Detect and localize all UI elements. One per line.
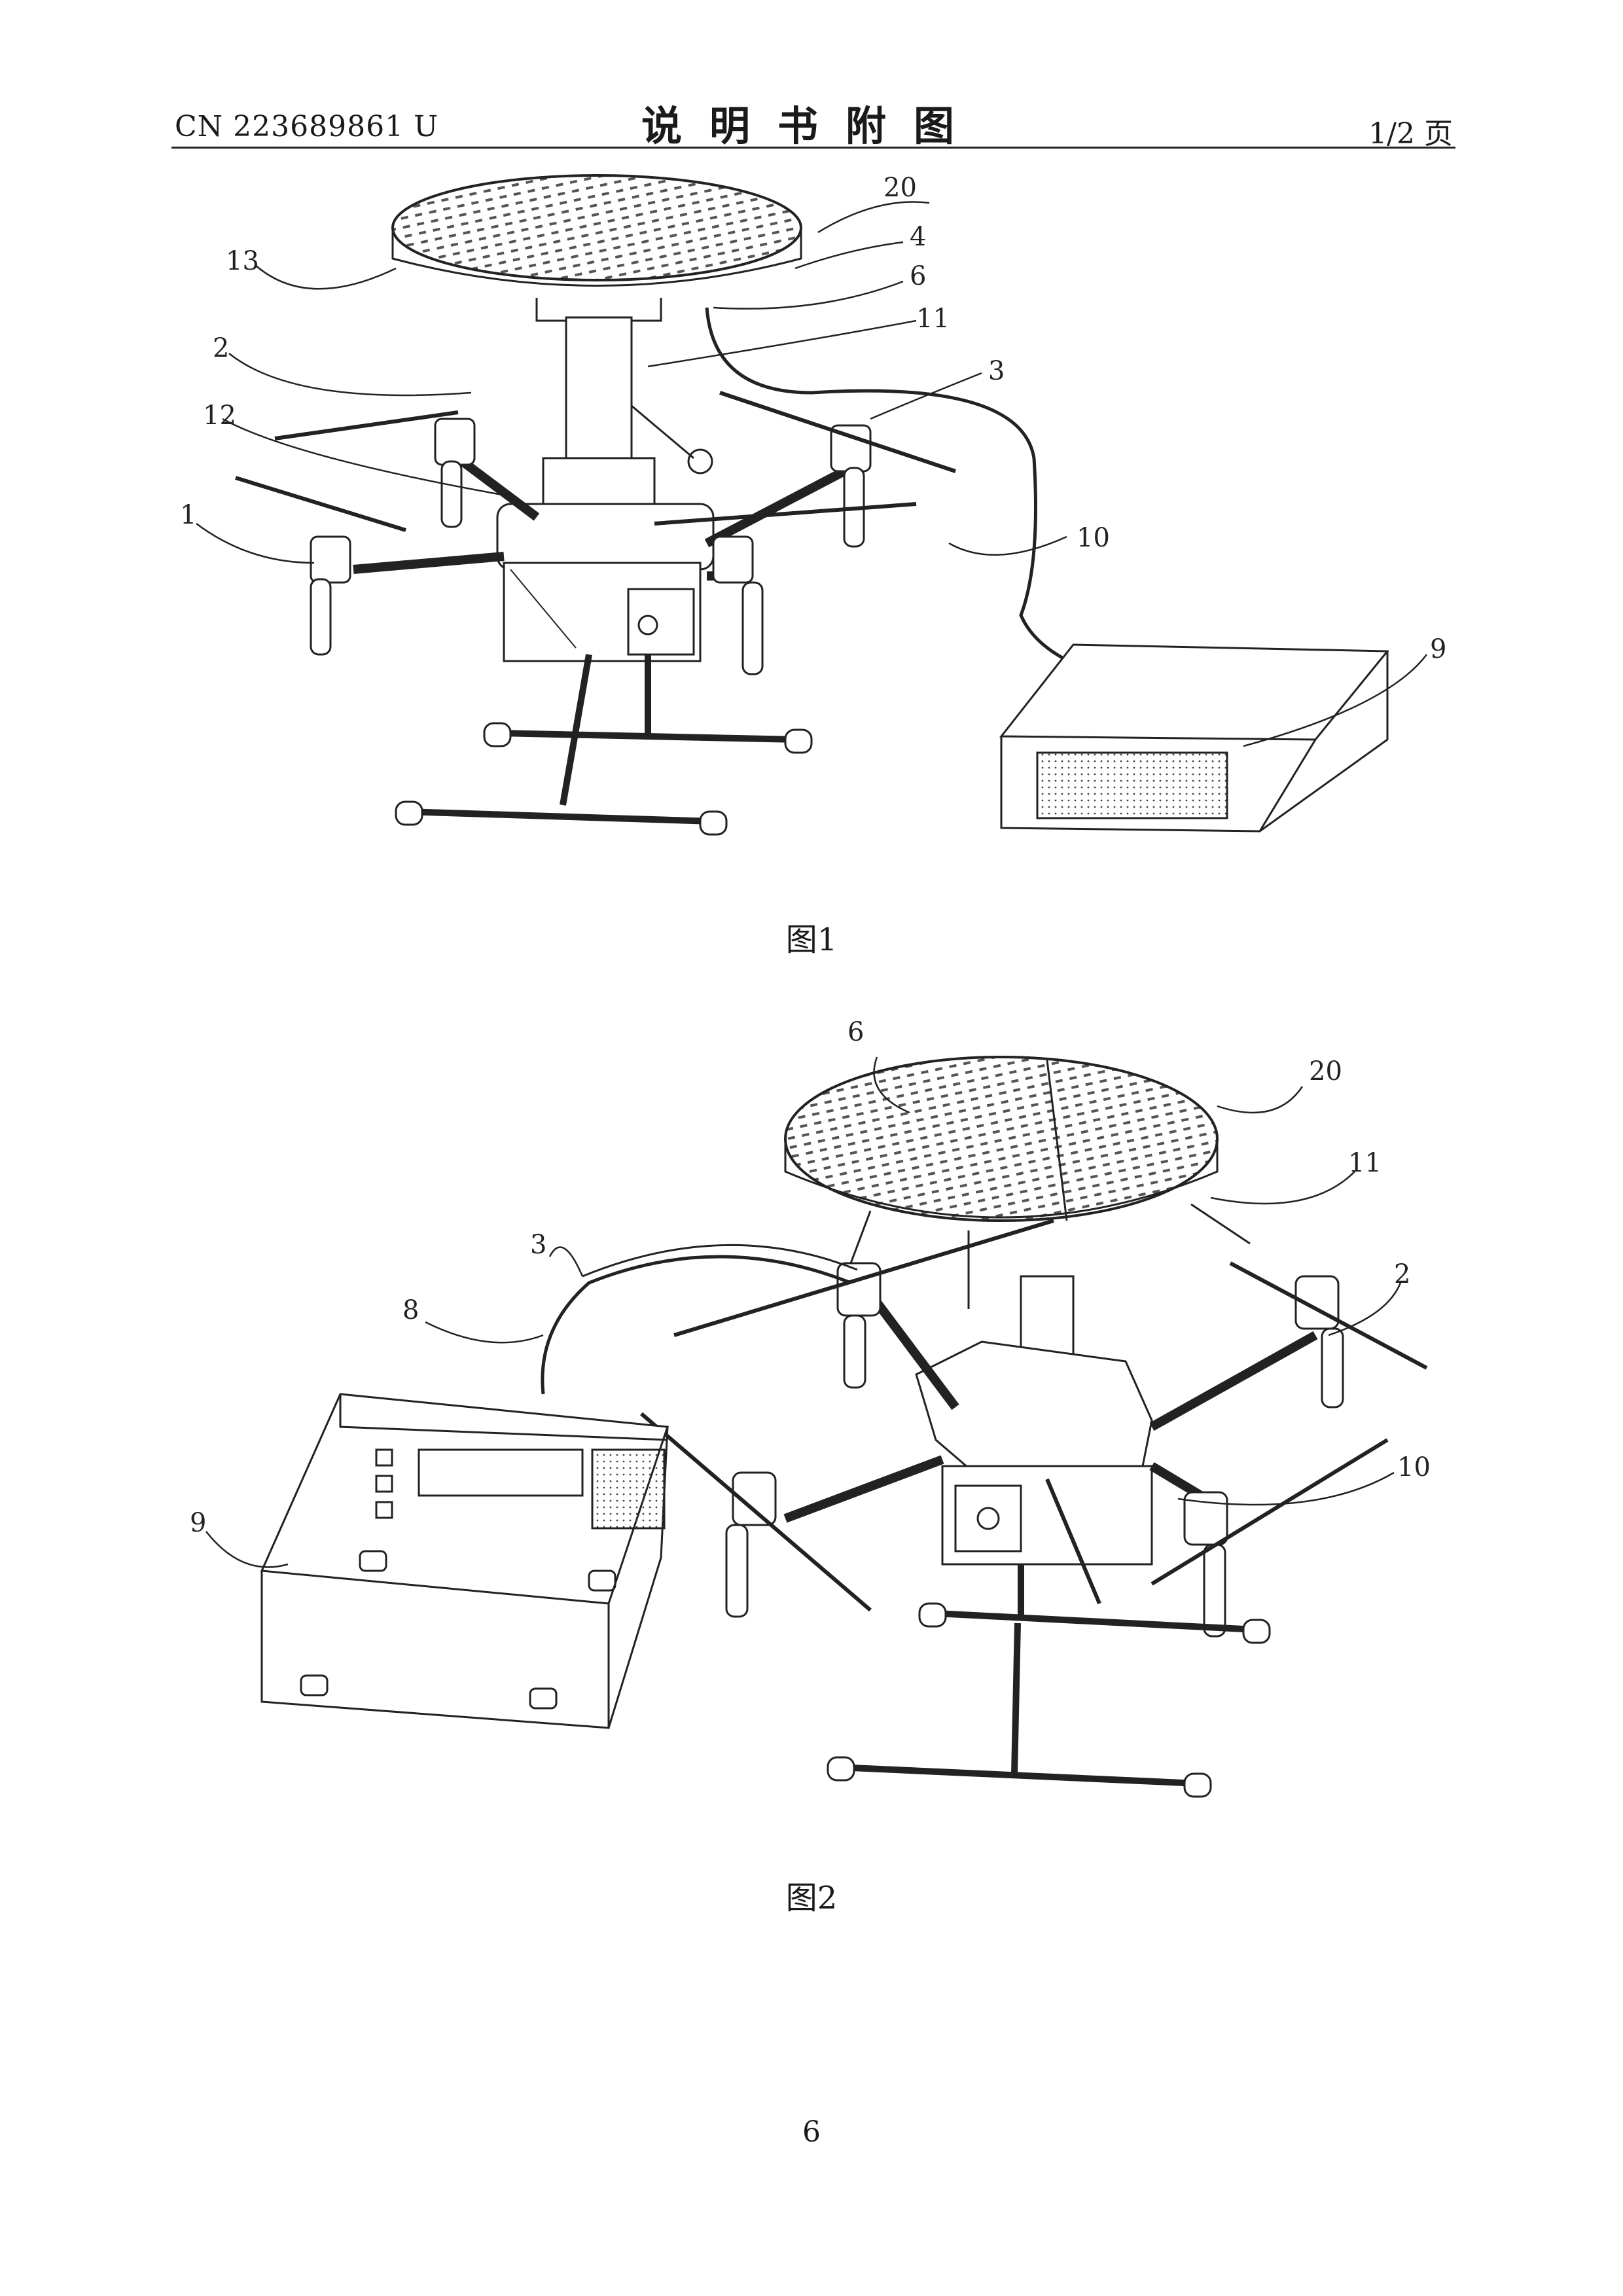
motor-d-fig2 <box>1152 1440 1387 1636</box>
figure-1-drawing <box>196 175 1427 834</box>
ref-6-fig1: 6 <box>910 261 926 291</box>
ref-12-fig1: 12 <box>203 401 236 431</box>
figure-1-reference-numerals: 20 13 4 6 11 2 3 12 1 10 9 <box>180 173 1446 664</box>
motor-c-fig2 <box>641 1414 870 1617</box>
ref-10-fig2: 10 <box>1397 1452 1431 1482</box>
page-number: 6 <box>0 2115 1623 2149</box>
ref-9-fig2: 9 <box>190 1508 206 1538</box>
figure-2-drawing <box>206 1057 1427 1797</box>
ref-9-fig1: 9 <box>1430 634 1446 664</box>
ref-8-fig2: 8 <box>402 1295 419 1325</box>
ref-20-fig2: 20 <box>1309 1056 1342 1086</box>
ref-4-fig1: 4 <box>910 222 926 252</box>
ref-1-fig1: 1 <box>180 500 196 530</box>
motor-front-right <box>720 393 955 547</box>
ref-20-fig1: 20 <box>883 173 917 203</box>
control-box-fig1 <box>1001 645 1387 831</box>
ref-13-fig1: 13 <box>226 246 259 276</box>
ref-6-fig2: 6 <box>847 1017 864 1047</box>
ref-11-fig2: 11 <box>1348 1148 1382 1178</box>
ref-11-fig1: 11 <box>916 304 950 334</box>
figure-2-caption: 图2 <box>0 1872 1623 1918</box>
ref-10-fig1: 10 <box>1077 523 1110 553</box>
ref-3-fig2: 3 <box>530 1230 546 1260</box>
ref-2-fig2: 2 <box>1394 1259 1410 1289</box>
figure-1-caption: 图1 <box>0 914 1623 960</box>
ref-3-fig1: 3 <box>988 356 1005 386</box>
motor-front-left <box>275 412 474 527</box>
ref-2-fig1: 2 <box>213 333 229 363</box>
control-box-fig2 <box>262 1394 668 1728</box>
